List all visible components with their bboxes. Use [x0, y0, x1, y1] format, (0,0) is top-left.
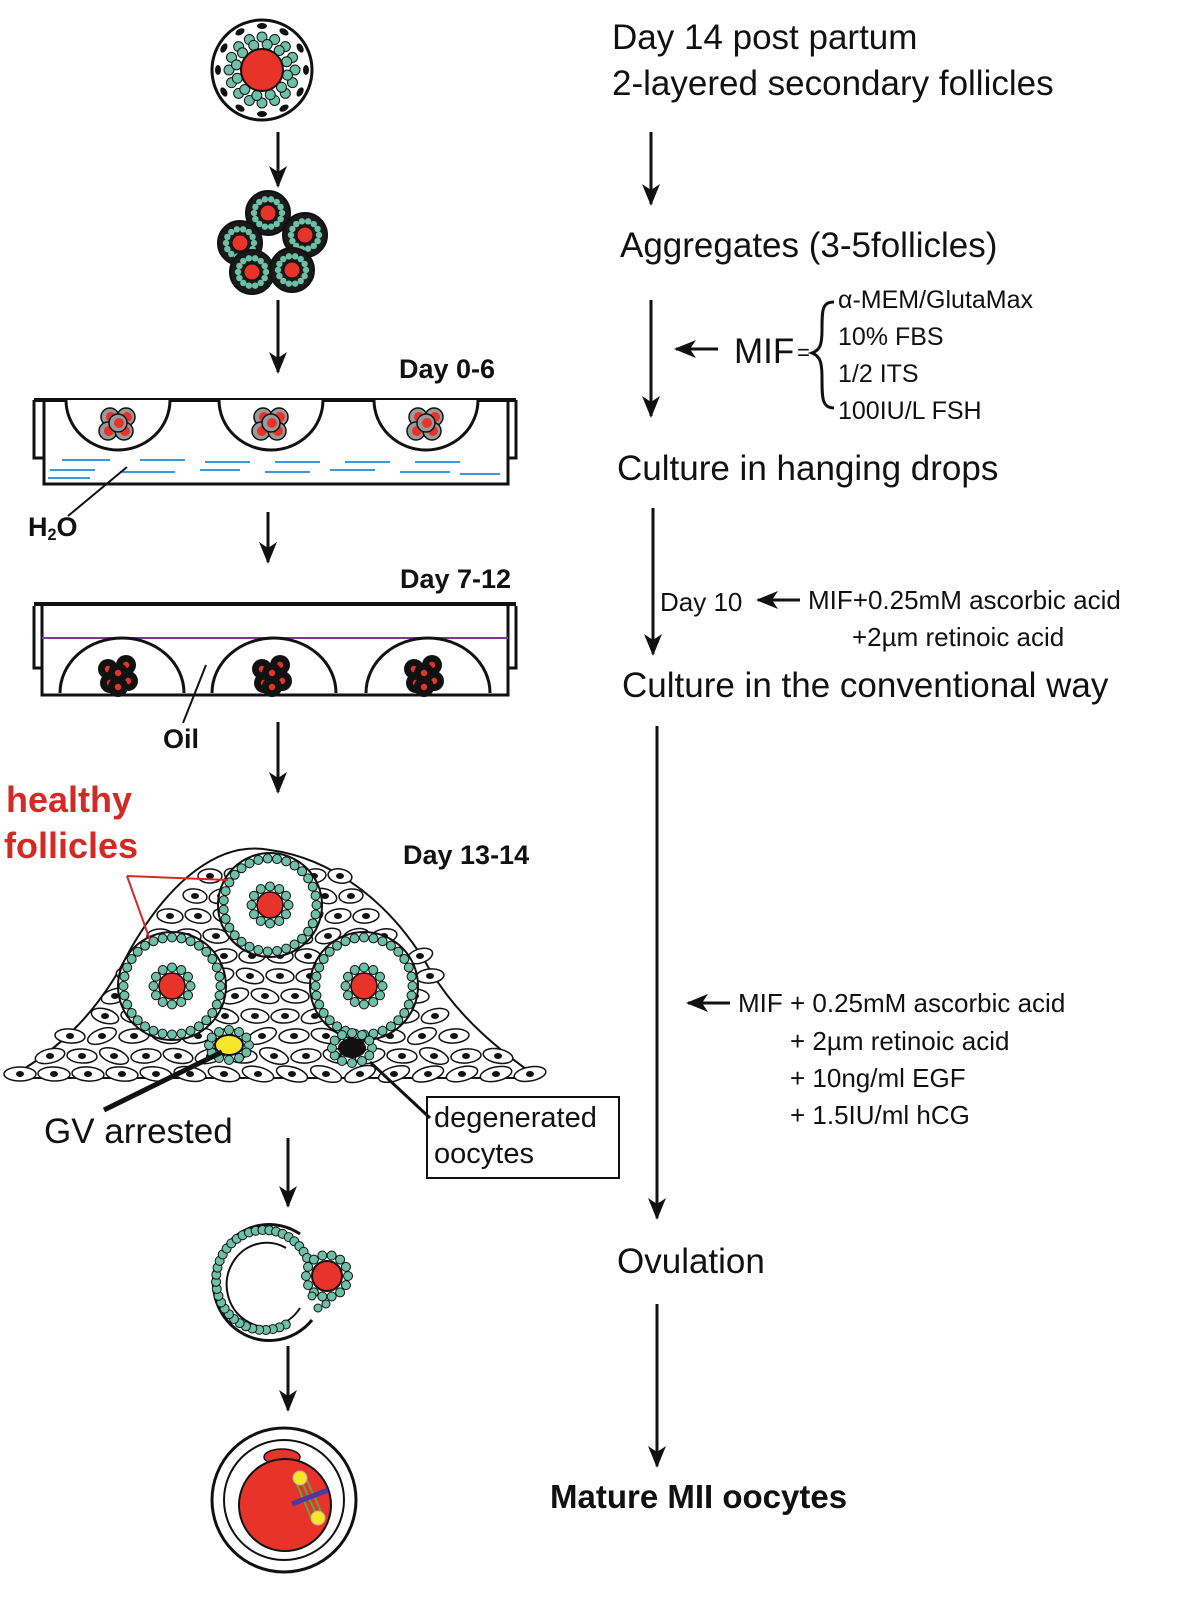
late-additive4: + 1.5IU/ml hCG: [790, 1100, 970, 1130]
mif-equals: =: [797, 340, 810, 365]
day-7-12-label: Day 7-12: [400, 564, 512, 594]
final-label: Mature MII oocytes: [550, 1478, 848, 1515]
follicles-label: follicles: [4, 825, 139, 866]
follicle-mound-icon: [3, 847, 547, 1120]
day10-additive2: +2µm retinoic acid: [852, 622, 1065, 652]
follicle-aggregate-icon: [217, 190, 328, 295]
gv-arrested-label: GV arrested: [44, 1112, 233, 1151]
mif-component: α-MEM/GlutaMax: [838, 286, 1034, 314]
gv-arrested-oocyte: [214, 1034, 244, 1056]
day10-additive1: MIF+0.25mM ascorbic acid: [808, 585, 1121, 615]
day10-label: Day 10: [660, 587, 743, 617]
late-additive2: + 2µm retinoic acid: [790, 1026, 1010, 1056]
late-additive1: MIF + 0.25mM ascorbic acid: [738, 988, 1066, 1018]
hanging-drops-label: Culture in hanging drops: [617, 449, 999, 488]
day-0-6-label: Day 0-6: [399, 354, 496, 384]
water-lines: [48, 459, 500, 479]
conventional-dish-icon: [32, 602, 518, 724]
secondary-follicle-icon: [210, 18, 314, 122]
mif-component: 100IU/L FSH: [838, 397, 982, 425]
ovulation-label: Ovulation: [617, 1242, 765, 1281]
hanging-drop-dish-icon: [32, 398, 518, 517]
oil-label: Oil: [163, 724, 200, 754]
mii-oocyte-icon: [210, 1426, 358, 1574]
start-line1: Day 14 post partum: [612, 18, 918, 57]
degenerated-line2: oocytes: [434, 1138, 534, 1171]
late-additive3: + 10ng/ml EGF: [790, 1063, 966, 1093]
day-13-14-label: Day 13-14: [403, 840, 530, 870]
mif-component: 10% FBS: [838, 323, 944, 351]
ovulation-icon: [211, 1223, 353, 1342]
mif-component: 1/2 ITS: [838, 360, 919, 388]
h2o-label: H2O: [28, 512, 78, 544]
healthy-label: healthy: [6, 779, 133, 820]
start-line2: 2-layered secondary follicles: [612, 64, 1054, 103]
degenerated-box: degenerated oocytes: [426, 1096, 620, 1179]
conventional-label: Culture in the conventional way: [622, 666, 1109, 705]
mif-components: α-MEM/GlutaMax 10% FBS 1/2 ITS 100IU/L F…: [838, 288, 1033, 436]
degenerated-oocyte: [338, 1038, 366, 1058]
mif-brace: [807, 300, 835, 410]
aggregates-label: Aggregates (3-5follicles): [620, 226, 998, 265]
degenerated-line1: degenerated: [434, 1102, 597, 1134]
mif-label: MIF: [734, 332, 795, 371]
